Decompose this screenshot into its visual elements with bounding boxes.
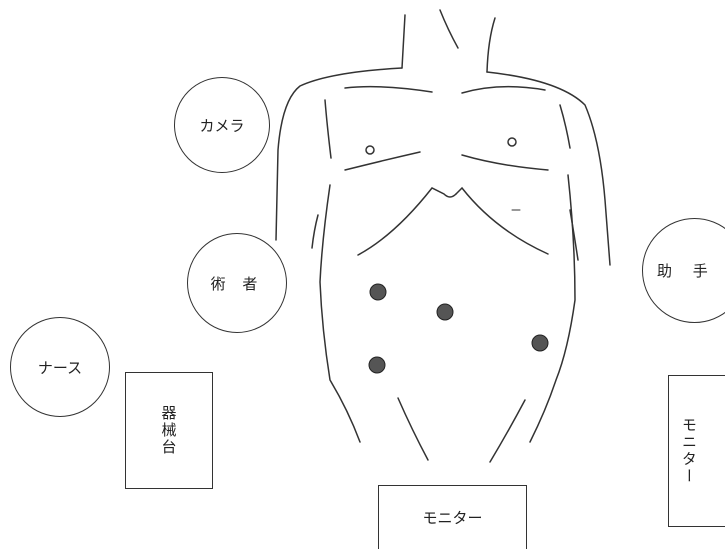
neck-left-line [402, 15, 405, 68]
neck-right-line [487, 18, 495, 72]
ribcage-right [456, 188, 548, 254]
left-flank [320, 185, 360, 442]
surgeon-position-circle: 術 者 [187, 233, 287, 333]
instrument-table-label: 器械台 [159, 405, 180, 456]
port-marker [437, 304, 453, 320]
port-marker [369, 357, 385, 373]
right-nipple [508, 138, 516, 146]
right-monitor-box: モニター [668, 375, 725, 527]
neck-inner-line [440, 10, 458, 48]
nurse-label: ナース [38, 357, 82, 378]
left-pelvis-line [398, 398, 428, 460]
ribcage-left [358, 188, 456, 255]
right-shoulder-outline [487, 72, 610, 265]
right-clavicle [462, 87, 545, 93]
right-monitor-label: モニター [679, 417, 700, 485]
camera-label: カメラ [199, 115, 244, 136]
left-nipple [366, 146, 374, 154]
bottom-monitor-box: モニター [378, 485, 527, 549]
right-chest-edge [560, 105, 570, 148]
instrument-table-box: 器械台 [125, 372, 213, 489]
right-flank [530, 175, 575, 442]
left-clavicle [345, 87, 432, 92]
port-marker [370, 284, 386, 300]
left-shoulder-outline [276, 68, 402, 240]
left-chest-edge [325, 100, 331, 158]
port-marker [532, 335, 548, 351]
left-arm-line [312, 215, 318, 248]
assistant-label: 助 手 [657, 260, 716, 281]
camera-position-circle: カメラ [174, 77, 270, 173]
left-pectoral-line [345, 152, 420, 170]
nurse-position-circle: ナース [10, 317, 110, 417]
surgeon-label: 術 者 [211, 273, 264, 294]
right-pelvis-line [490, 400, 525, 462]
right-pectoral-line [462, 155, 548, 170]
bottom-monitor-label: モニター [422, 507, 482, 528]
